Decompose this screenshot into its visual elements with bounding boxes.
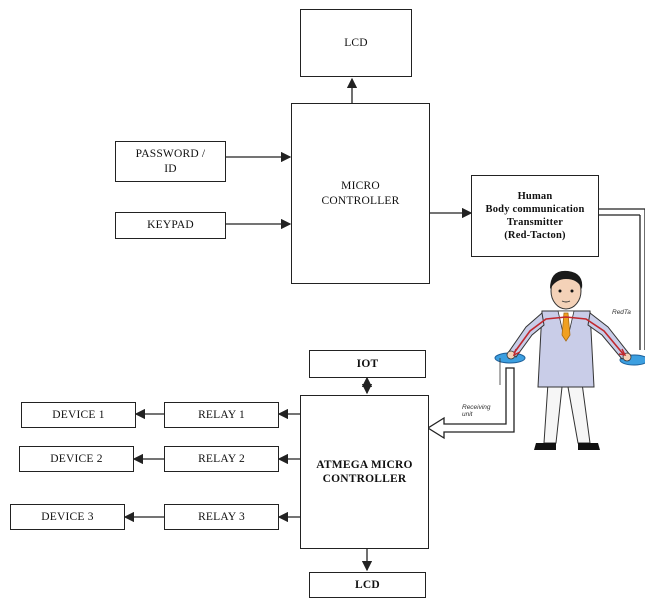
signal-path (513, 316, 625, 356)
iot-label: IOT (356, 357, 379, 370)
relay-1-label: RELAY 1 (198, 408, 245, 421)
device-3-label: DEVICE 3 (41, 510, 94, 523)
tie (561, 312, 571, 342)
relay-3-label: RELAY 3 (198, 510, 245, 523)
keypad-block: KEYPAD (115, 212, 226, 239)
lcd-top-label: LCD (344, 36, 368, 49)
hand-label-left: Receiving unit (462, 404, 491, 418)
device-2-block: DEVICE 2 (19, 446, 134, 472)
device-3-block: DEVICE 3 (10, 504, 125, 530)
receiver-input-hollow-arrow (426, 367, 515, 440)
human-body-transmitter-block: Human Body communication Transmitter (Re… (471, 175, 599, 257)
lcd-top: LCD (300, 9, 412, 77)
signal-arrow-left (512, 348, 521, 357)
hand-label-right: RedTa (612, 309, 631, 316)
micro-controller-line2: CONTROLLER (321, 194, 400, 207)
hair (550, 270, 583, 289)
device-1-label: DEVICE 1 (52, 408, 105, 421)
mouth (561, 300, 571, 303)
left-shoe (534, 443, 556, 450)
human-tx-line3: Transmitter (506, 217, 564, 228)
relay-3-block: RELAY 3 (164, 504, 279, 530)
left-arm (507, 312, 545, 358)
atmega-line2: CONTROLLER (322, 473, 407, 485)
relay-1-block: RELAY 1 (164, 402, 279, 428)
human-tx-line2: Body communication (485, 203, 585, 215)
password-line2: ID (164, 162, 177, 175)
atmega-line1: ATMEGA MICRO (316, 458, 413, 471)
micro-controller-block: MICRO CONTROLLER (291, 103, 430, 284)
keypad-label: KEYPAD (147, 219, 194, 232)
device-1-block: DEVICE 1 (21, 402, 136, 428)
right-shoe (578, 443, 600, 450)
iot-block: IOT (309, 350, 426, 378)
lcd-bottom: LCD (309, 572, 426, 598)
micro-controller-line1: MICRO (341, 180, 380, 193)
lcd-bottom-label: LCD (355, 578, 380, 591)
left-leg (543, 382, 563, 444)
password-line1: PASSWORD / (135, 148, 206, 161)
human-tx-line4: (Red-Tacton) (504, 230, 566, 242)
human-tx-line1: Human (517, 190, 553, 202)
device-2-label: DEVICE 2 (50, 452, 103, 465)
signal-arrow-right (618, 348, 627, 356)
right-eye (570, 289, 574, 293)
atmega-controller-block: ATMEGA MICRO CONTROLLER (300, 395, 429, 549)
relay-2-block: RELAY 2 (164, 446, 279, 472)
human-figure-illustration (494, 270, 645, 450)
left-eye (558, 289, 562, 293)
password-id-block: PASSWORD / ID (115, 141, 226, 182)
right-leg (567, 382, 591, 444)
relay-2-label: RELAY 2 (198, 452, 245, 465)
hand-label-left-line2: unit (462, 411, 473, 419)
hand-label-left-line1: Receiving (462, 404, 491, 411)
